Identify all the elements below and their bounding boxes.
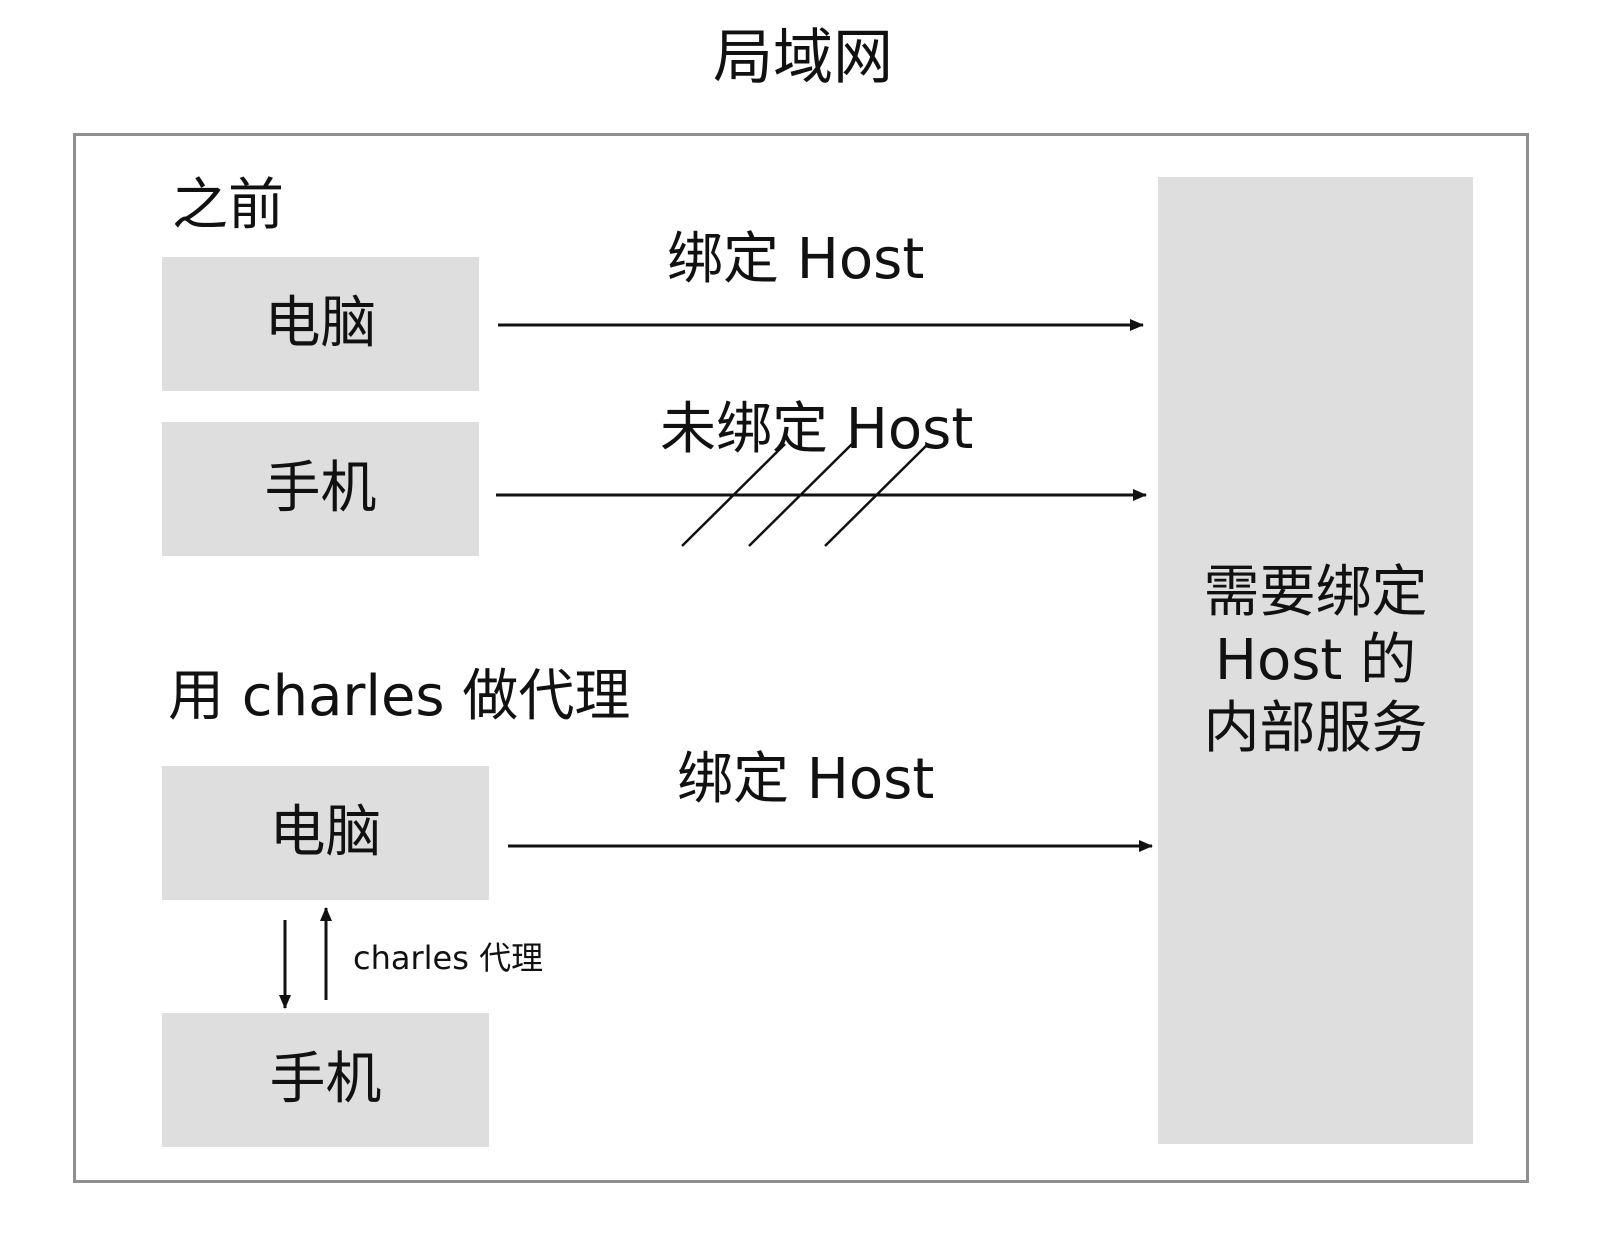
before-computer-box: 电脑 bbox=[162, 257, 479, 391]
after-phone-label: 手机 bbox=[269, 1047, 382, 1112]
after-computer-label: 电脑 bbox=[269, 800, 382, 865]
after-computer-box: 电脑 bbox=[162, 766, 489, 900]
after-bound-label: 绑定 Host bbox=[677, 747, 935, 812]
after-section-label: 用 charles 做代理 bbox=[168, 664, 631, 729]
block-slash-1 bbox=[681, 443, 786, 547]
internal-service-line-2: Host 的 bbox=[1214, 627, 1417, 693]
after-phone-box: 手机 bbox=[162, 1013, 489, 1147]
before-phone-box: 手机 bbox=[162, 422, 479, 556]
block-slash-2 bbox=[748, 443, 853, 547]
before-bound-label: 绑定 Host bbox=[667, 227, 925, 292]
before-phone-label: 手机 bbox=[264, 456, 377, 521]
internal-service-box: 需要绑定 Host 的 内部服务 bbox=[1158, 177, 1473, 1144]
before-computer-label: 电脑 bbox=[264, 291, 377, 356]
lan-frame bbox=[73, 133, 1529, 1183]
diagram-title: 局域网 bbox=[713, 23, 893, 93]
internal-service-line-1: 需要绑定 bbox=[1203, 559, 1428, 625]
block-slash-3 bbox=[824, 443, 929, 547]
before-section-label: 之前 bbox=[172, 173, 284, 238]
internal-service-line-3: 内部服务 bbox=[1203, 695, 1428, 761]
proxy-label: charles 代理 bbox=[353, 939, 544, 977]
